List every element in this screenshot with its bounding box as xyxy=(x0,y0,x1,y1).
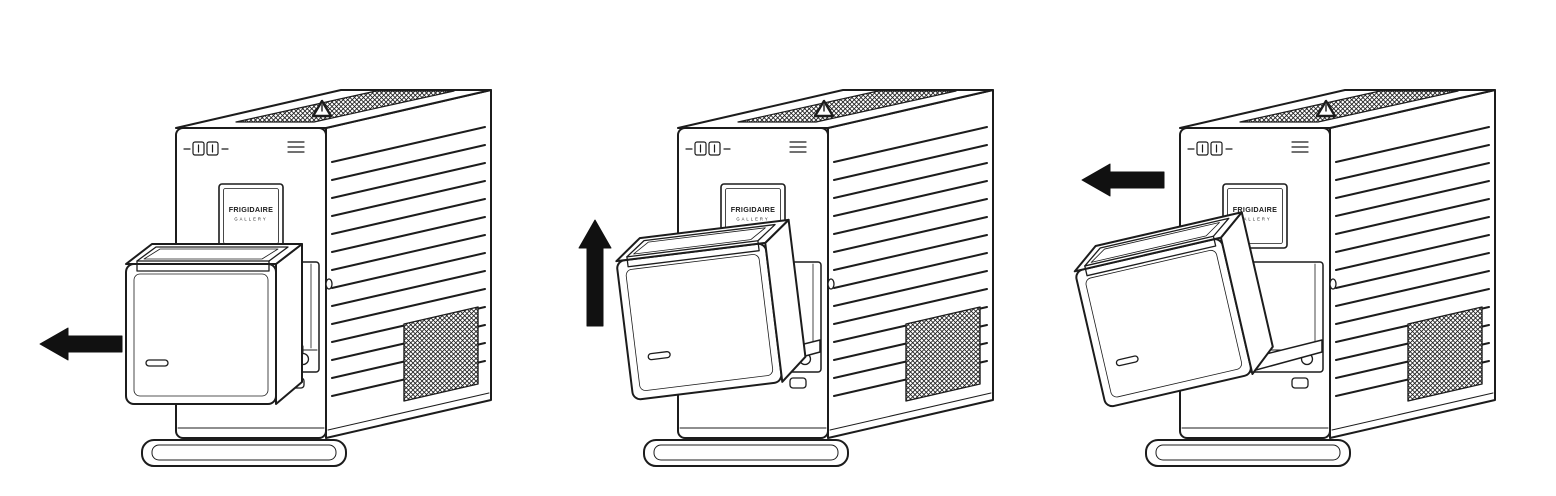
arrow-left-icon xyxy=(1081,163,1165,197)
arrow-up-icon xyxy=(578,219,612,327)
step-panel-3 xyxy=(1030,12,1530,482)
arrow-left-icon xyxy=(39,327,123,361)
step-panel-2 xyxy=(528,12,1028,482)
water-tank xyxy=(125,243,303,405)
water-tank xyxy=(612,218,810,402)
step-panel-1 xyxy=(26,12,526,482)
step-1-illustration xyxy=(39,88,493,468)
step-3-illustration xyxy=(1069,88,1497,468)
step-2-illustration xyxy=(578,88,995,468)
